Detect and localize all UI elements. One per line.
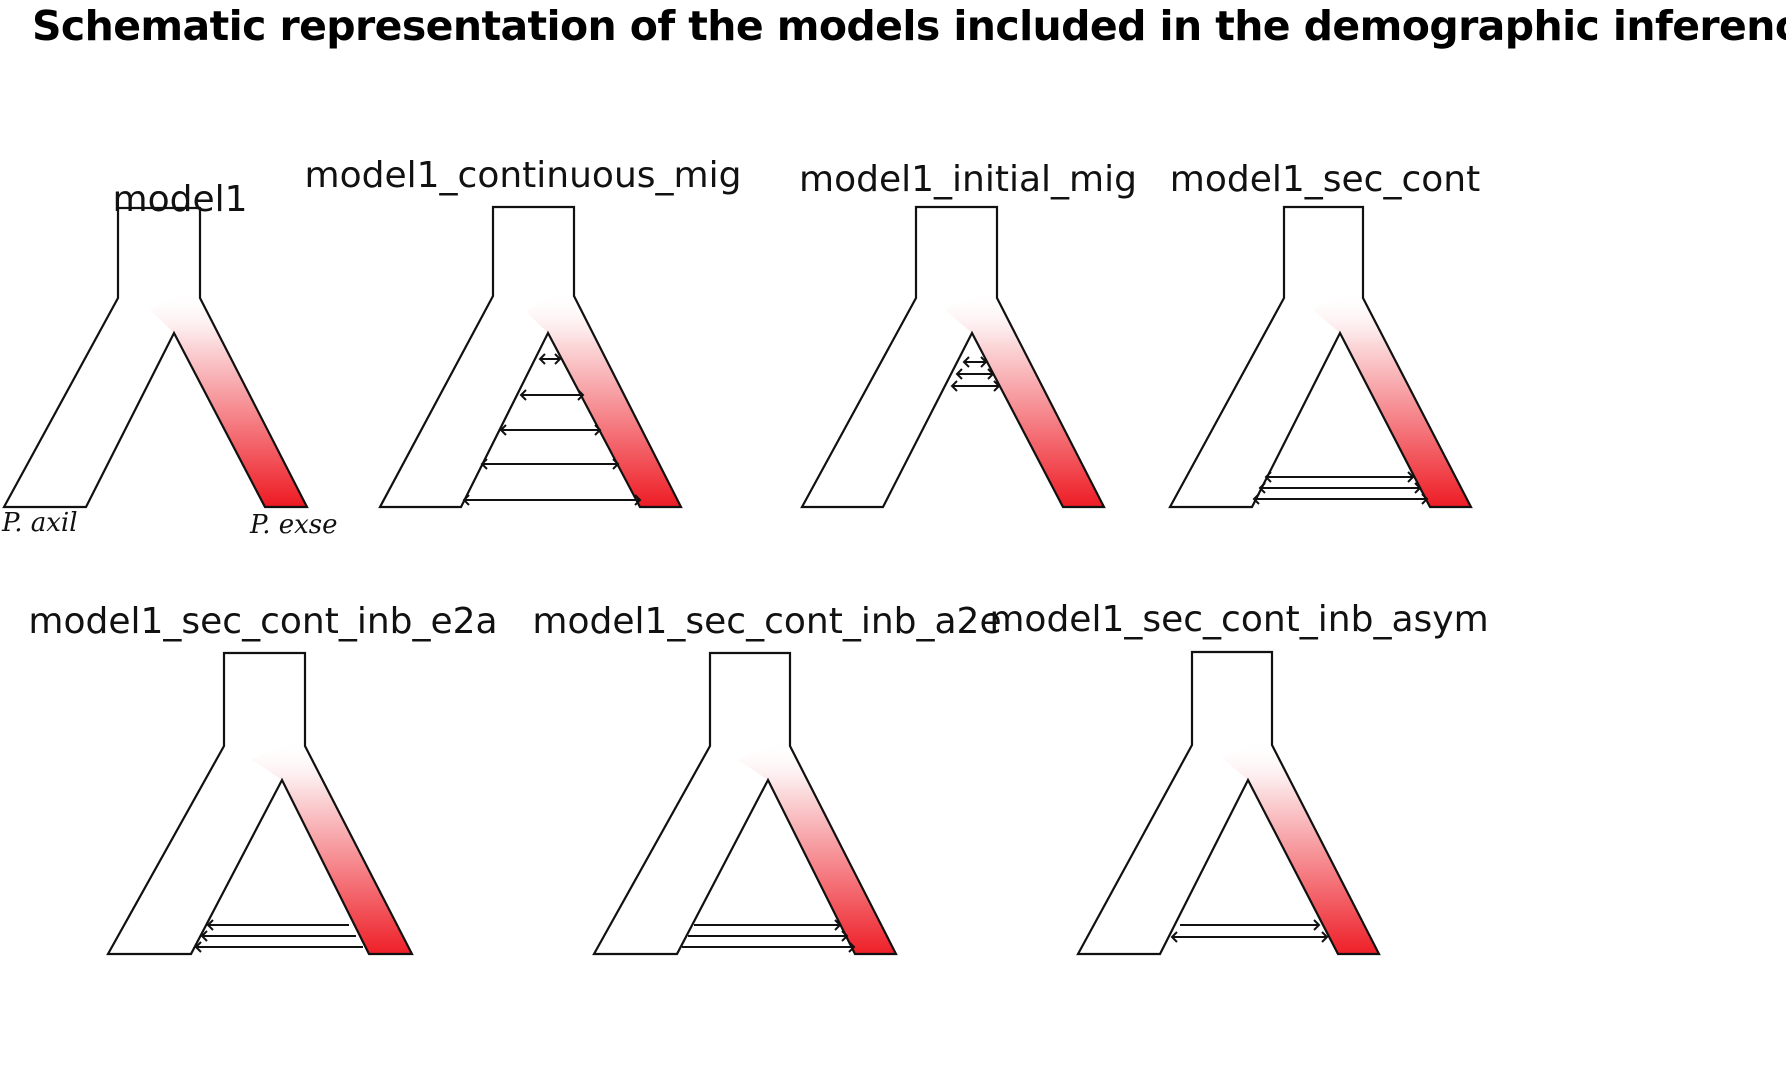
model-panel-sec-cont-inb-e2a: model1_sec_cont_inb_e2a bbox=[28, 600, 498, 1020]
tree-diagram bbox=[800, 205, 1106, 509]
migration-arrows bbox=[1170, 919, 1329, 943]
figure-title: Schematic representation of the models i… bbox=[32, 2, 1786, 50]
model-title: model1_continuous_mig bbox=[304, 155, 742, 196]
tree-outline bbox=[592, 651, 898, 956]
right-branch-fill bbox=[252, 744, 412, 954]
tree-diagram bbox=[1168, 205, 1473, 509]
tree-outline bbox=[800, 205, 1106, 509]
model-title: model1 bbox=[112, 179, 248, 220]
model-panel-initial-mig: model1_initial_mig bbox=[799, 150, 1140, 570]
species-label-left: P. axil bbox=[2, 508, 78, 538]
tree-outline bbox=[2, 206, 309, 509]
model-title: model1_sec_cont_inb_a2e bbox=[532, 601, 1002, 642]
migration-arrows bbox=[462, 353, 642, 506]
tree-outline bbox=[106, 651, 414, 956]
model-panel-sec-cont: model1_sec_cont bbox=[1168, 150, 1508, 570]
tree-diagram bbox=[378, 205, 683, 509]
right-branch-fill bbox=[526, 294, 681, 507]
model-title: model1_sec_cont_inb_e2a bbox=[28, 601, 498, 642]
migration-arrows bbox=[194, 919, 363, 953]
model-panel-continuous-mig: model1_continuous_mig bbox=[305, 150, 741, 570]
migration-arrows bbox=[1252, 471, 1429, 505]
right-branch-fill bbox=[1222, 743, 1379, 954]
tree-outline bbox=[1076, 650, 1381, 956]
species-label-right: P. exse bbox=[250, 510, 338, 540]
model-panel-sec-cont-inb-asym: model1_sec_cont_inb_asym bbox=[989, 600, 1489, 1020]
tree-diagram bbox=[2, 206, 309, 509]
right-branch-fill bbox=[1313, 295, 1471, 507]
right-branch-fill bbox=[945, 295, 1104, 507]
tree-outline bbox=[1168, 205, 1473, 509]
tree-diagram bbox=[106, 651, 414, 956]
tree-diagram bbox=[1076, 650, 1381, 956]
model-title: model1_sec_cont_inb_asym bbox=[989, 599, 1489, 640]
tree-diagram bbox=[592, 651, 898, 956]
tree-outline bbox=[378, 205, 683, 509]
migration-arrows bbox=[682, 919, 856, 953]
model-panel-sec-cont-inb-a2e: model1_sec_cont_inb_a2e bbox=[532, 600, 1002, 1020]
model-title: model1_sec_cont bbox=[1169, 159, 1481, 200]
right-branch-fill bbox=[738, 744, 896, 954]
model-title: model1_initial_mig bbox=[799, 159, 1137, 200]
migration-arrows bbox=[950, 356, 1001, 392]
right-branch-fill bbox=[150, 295, 307, 507]
model-panel-model1: model1 P. axil P. exse bbox=[0, 150, 340, 570]
